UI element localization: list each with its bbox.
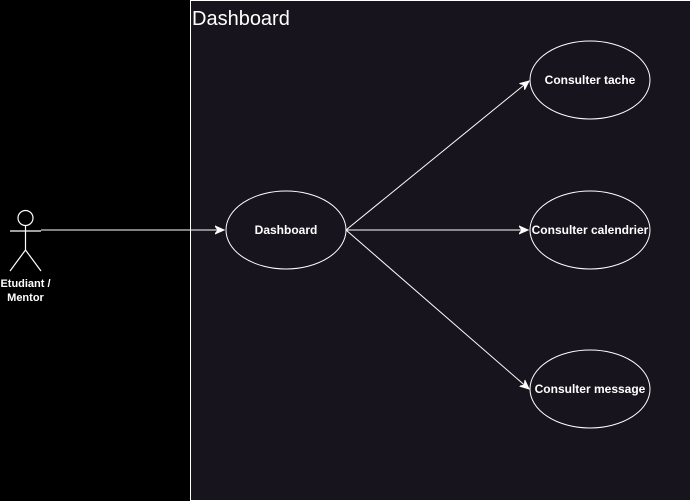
use-case-consulter-message-label: Consulter message [535, 382, 646, 396]
actor-right-leg [25, 249, 42, 272]
actor-head [17, 209, 34, 227]
use-case-consulter-calendrier[interactable]: Consulter calendrier [529, 190, 651, 270]
actor-etudiant-mentor[interactable]: Etudiant / Mentor [0, 209, 51, 305]
use-case-consulter-calendrier-label: Consulter calendrier [532, 223, 649, 237]
use-case-consulter-tache[interactable]: Consulter tache [529, 40, 651, 120]
use-case-consulter-tache-label: Consulter tache [545, 73, 636, 87]
arrow-dashboard-consulter-message[interactable] [345, 229, 529, 389]
actor-left-leg [9, 249, 26, 272]
use-case-dashboard[interactable]: Dashboard [225, 190, 347, 270]
use-case-consulter-calendrier-ellipse [529, 190, 651, 270]
use-case-consulter-message-ellipse [529, 349, 651, 429]
use-case-dashboard-ellipse [225, 190, 347, 270]
system-title: Dashboard [192, 8, 290, 30]
use-case-consulter-message[interactable]: Consulter message [529, 349, 651, 429]
use-case-consulter-tache-ellipse [529, 40, 651, 120]
use-case-dashboard-label: Dashboard [255, 223, 318, 237]
arrow-dashboard-consulter-tache[interactable] [345, 81, 529, 231]
actor-label-line1: Etudiant / [0, 278, 50, 290]
actor-label-line2: Mentor [7, 292, 44, 304]
